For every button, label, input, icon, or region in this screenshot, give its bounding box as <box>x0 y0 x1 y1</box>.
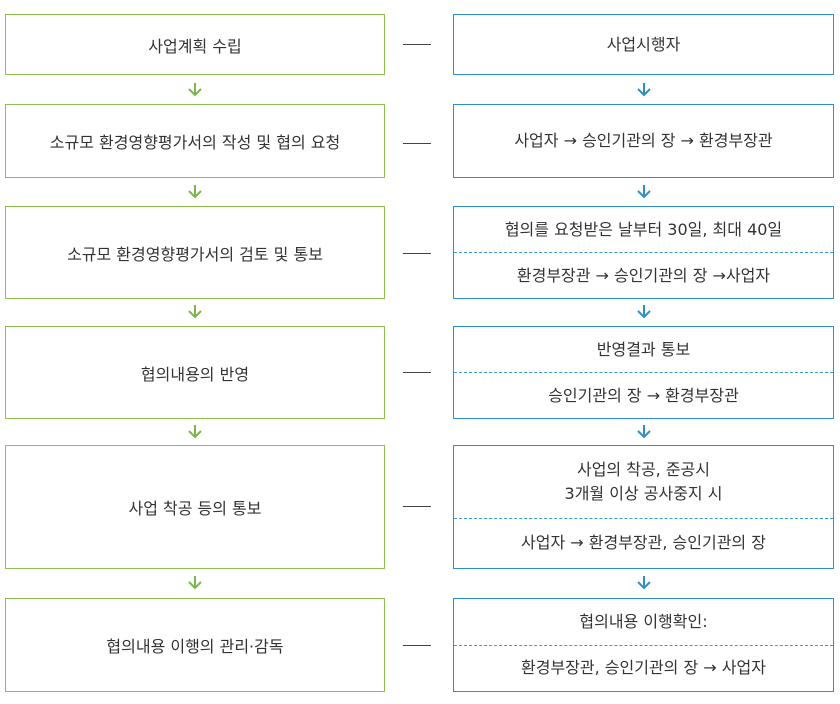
right-step-1-text: 사업시행자 <box>454 15 833 74</box>
right-step-5-condition-line-2: 3개월 이상 공사중지 시 <box>564 483 723 503</box>
connector-4 <box>403 372 431 373</box>
right-step-6-flow-label: 환경부장관, 승인기관의 장 → 사업자 <box>521 658 766 678</box>
right-down-arrow-icon <box>637 305 651 319</box>
right-down-arrow-icon <box>637 185 651 199</box>
connector-1 <box>403 44 431 45</box>
right-step-3-condition-line-1: 협의를 요청받은 날부터 30일, 최대 40일 <box>504 219 783 239</box>
left-step-6-label: 협의내용 이행의 관리·감독 <box>106 637 284 656</box>
right-step-3-flow-label: 환경부장관 → 승인기관의 장 →사업자 <box>516 265 771 285</box>
right-step-4-flow-label: 승인기관의 장 → 환경부장관 <box>548 385 739 405</box>
right-step-6-condition-line-1: 협의내용 이행확인: <box>579 611 708 631</box>
left-step-3: 소규모 환경영향평가서의 검토 및 통보 <box>5 206 385 299</box>
left-step-4-label: 협의내용의 반영 <box>140 364 250 384</box>
left-step-3-label: 소규모 환경영향평가서의 검토 및 통보 <box>67 244 323 264</box>
right-step-3-flow: 환경부장관 → 승인기관의 장 →사업자 <box>454 253 833 298</box>
right-step-4-flow: 승인기관의 장 → 환경부장관 <box>454 373 833 418</box>
right-step-5-condition: 사업의 착공, 준공시 3개월 이상 공사중지 시 <box>454 446 833 519</box>
connector-3 <box>403 253 431 254</box>
right-step-5-flow-label: 사업자 → 환경부장관, 승인기관의 장 <box>521 533 766 553</box>
right-step-1-label: 사업시행자 <box>606 34 681 54</box>
right-step-4-condition: 반영결과 통보 <box>454 327 833 373</box>
left-step-2-label: 소규모 환경영향평가서의 작성 및 협의 요청 <box>49 133 341 152</box>
right-step-3: 협의를 요청받은 날부터 30일, 최대 40일 환경부장관 → 승인기관의 장… <box>453 206 834 299</box>
left-down-arrow-icon <box>188 185 202 199</box>
connector-2 <box>403 143 431 144</box>
left-step-4: 협의내용의 반영 <box>5 326 385 419</box>
left-step-2: 소규모 환경영향평가서의 작성 및 협의 요청 <box>5 104 385 178</box>
right-step-4-condition-line-1: 반영결과 통보 <box>596 339 691 359</box>
left-down-arrow-icon <box>188 305 202 319</box>
right-step-2-label: 사업자 → 승인기관의 장 → 환경부장관 <box>514 131 773 150</box>
left-down-arrow-icon <box>188 425 202 439</box>
left-step-5-label: 사업 착공 등의 통보 <box>128 499 262 518</box>
right-step-6-flow: 환경부장관, 승인기관의 장 → 사업자 <box>454 646 833 692</box>
left-step-1: 사업계획 수립 <box>5 14 385 75</box>
right-step-6: 협의내용 이행확인: 환경부장관, 승인기관의 장 → 사업자 <box>453 598 834 692</box>
left-step-5: 사업 착공 등의 통보 <box>5 445 385 569</box>
connector-6 <box>403 645 431 646</box>
right-down-arrow-icon <box>637 576 651 590</box>
left-step-1-label: 사업계획 수립 <box>148 36 242 56</box>
right-step-1: 사업시행자 <box>453 14 834 75</box>
right-step-2: 사업자 → 승인기관의 장 → 환경부장관 <box>453 104 834 178</box>
right-down-arrow-icon <box>637 425 651 439</box>
right-step-4: 반영결과 통보 승인기관의 장 → 환경부장관 <box>453 326 834 419</box>
left-down-arrow-icon <box>188 576 202 590</box>
connector-5 <box>403 506 431 507</box>
left-step-6: 협의내용 이행의 관리·감독 <box>5 598 385 692</box>
right-step-3-condition: 협의를 요청받은 날부터 30일, 최대 40일 <box>454 207 833 253</box>
right-down-arrow-icon <box>637 83 651 97</box>
right-step-6-condition: 협의내용 이행확인: <box>454 599 833 646</box>
right-step-2-text: 사업자 → 승인기관의 장 → 환경부장관 <box>454 105 833 177</box>
right-step-5-condition-line-1: 사업의 착공, 준공시 <box>576 459 711 479</box>
right-step-5: 사업의 착공, 준공시 3개월 이상 공사중지 시 사업자 → 환경부장관, 승… <box>453 445 834 569</box>
right-step-5-flow: 사업자 → 환경부장관, 승인기관의 장 <box>454 519 833 568</box>
left-down-arrow-icon <box>188 83 202 97</box>
